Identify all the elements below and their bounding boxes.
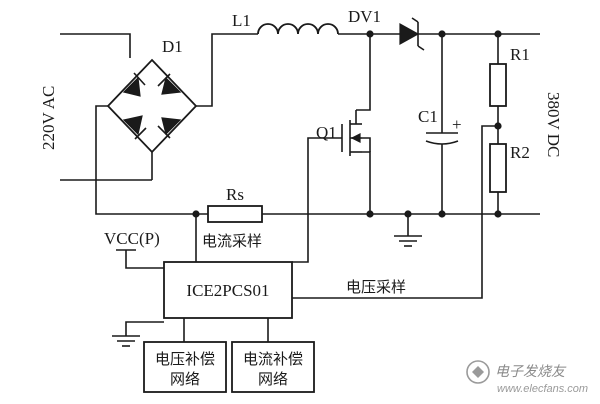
current-compensation-network [231, 318, 315, 393]
controller-ic [163, 261, 293, 319]
vcc-connection [116, 249, 164, 269]
resistor-r2 [489, 143, 507, 214]
inductor-label: L1 [232, 11, 251, 30]
bridge-diode-upper-left [122, 72, 146, 97]
bridge-rectifier [95, 33, 258, 215]
resistor-r2-label: R2 [510, 143, 530, 162]
capacitor-polarity-label: + [452, 115, 462, 134]
bridge-label: D1 [162, 37, 183, 56]
return-rail [262, 210, 540, 218]
capacitor-label: C1 [418, 107, 438, 126]
voltage-sampling-path [290, 125, 498, 299]
current-comp-line1: 电流补偿 [243, 350, 303, 368]
voltage-sampling-label: 电压采样 [346, 278, 406, 296]
sense-resistor-rs [192, 205, 263, 262]
controller-label: ICE2PCS01 [186, 281, 269, 300]
voltage-compensation-network [143, 318, 227, 393]
current-sampling-label: 电流采样 [202, 232, 262, 250]
watermark: 电子发烧友 www.elecfans.com [466, 360, 588, 395]
boost-diode-label: DV1 [348, 7, 381, 26]
capacitor-c1 [425, 34, 459, 214]
watermark-logo-icon [466, 360, 490, 384]
boost-diode-dv1 [399, 17, 540, 51]
watermark-url: www.elecfans.com [497, 383, 588, 395]
output-voltage-label: 380V DC [544, 92, 563, 157]
voltage-comp-line1: 电压补偿 [155, 350, 215, 368]
watermark-text: 电子发烧友 [495, 364, 567, 380]
mosfet-q1 [292, 34, 371, 263]
ground-icon [394, 214, 422, 247]
ic-ground-icon [112, 321, 164, 347]
resistor-r1-label: R1 [510, 45, 530, 64]
input-voltage-label: 220V AC [39, 86, 58, 150]
bridge-diode-upper-right [157, 73, 182, 95]
sense-resistor-label: Rs [226, 185, 244, 204]
vcc-label: VCC(P) [104, 229, 160, 248]
bridge-diode-lower-left [122, 115, 147, 140]
bridge-diode-lower-right [157, 117, 182, 139]
voltage-comp-line2: 网络 [170, 370, 200, 388]
current-comp-line2: 网络 [258, 370, 288, 388]
mosfet-label: Q1 [316, 123, 337, 142]
